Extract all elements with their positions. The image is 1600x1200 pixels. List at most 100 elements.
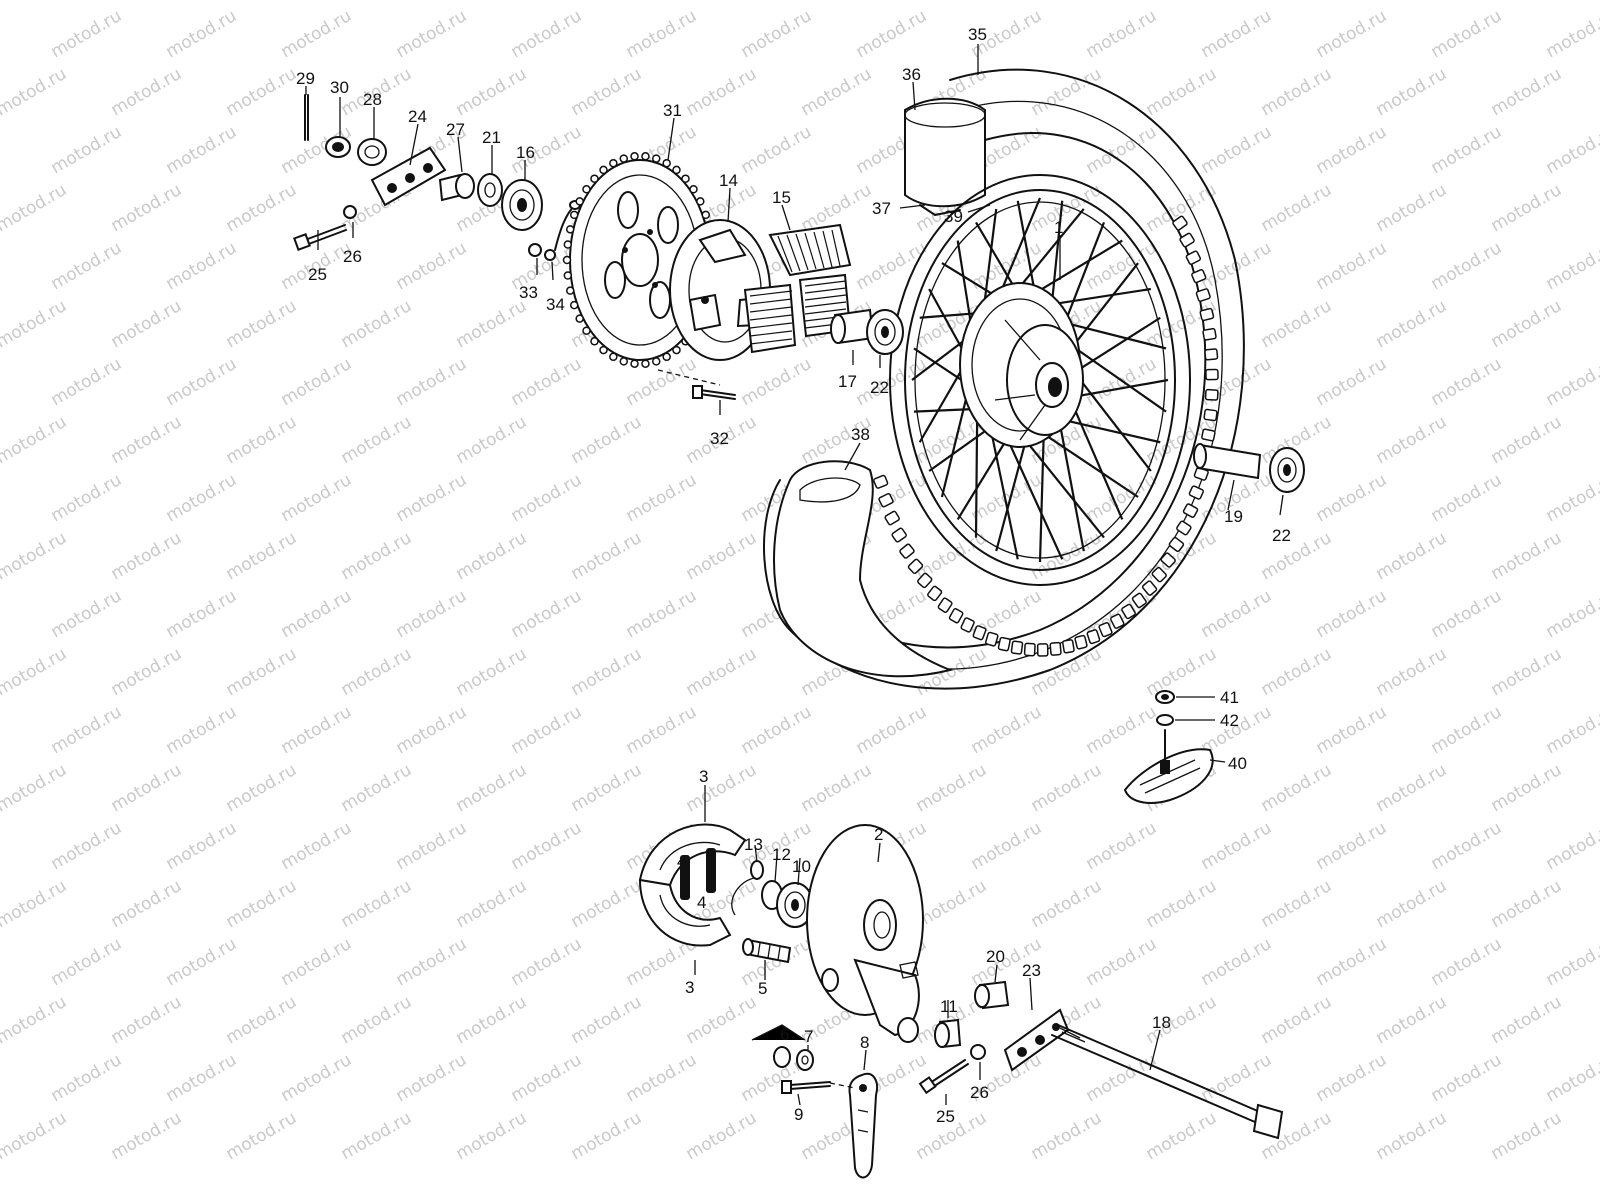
watermark-text: motod.ru	[1143, 64, 1221, 120]
watermark-text: motod.ru	[223, 296, 301, 352]
rim-lock-washer	[1156, 714, 1174, 726]
tread-block	[917, 572, 933, 589]
watermark-text: motod.ru	[108, 296, 186, 352]
tread-block	[1036, 643, 1049, 657]
watermark-text: motod.ru	[338, 992, 416, 1048]
spoke	[1068, 316, 1161, 377]
watermark-text: motod.ru	[1313, 122, 1391, 178]
watermark-text: motod.ru	[1258, 644, 1336, 700]
tread-block	[1010, 640, 1024, 655]
callout-36: 36	[902, 65, 921, 84]
callout-17: 17	[838, 372, 857, 391]
sprocket-tooth	[569, 300, 579, 310]
tread-block	[1141, 580, 1158, 596]
tread-block	[884, 510, 900, 526]
watermark-text: motod.ru	[508, 702, 586, 758]
watermark-text: motod.ru	[1028, 1108, 1106, 1164]
sprocket-tooth	[582, 185, 591, 194]
watermark-text: motod.ru	[0, 992, 70, 1048]
watermark-text: motod.ru	[798, 64, 876, 120]
watermark-text: motod.ru	[48, 122, 126, 178]
callout-3-bottom: 3	[685, 978, 694, 997]
watermark-text: motod.ru	[1258, 992, 1336, 1048]
watermark-text: motod.ru	[0, 180, 70, 236]
watermark-text: motod.ru	[1543, 354, 1600, 410]
callout-38: 38	[851, 425, 870, 444]
callout-29: 29	[296, 69, 315, 88]
bearing-right	[1269, 447, 1305, 493]
watermark-text: motod.ru	[1198, 934, 1276, 990]
damper-rib	[804, 232, 817, 270]
tread-block	[907, 558, 924, 575]
tire-tread-blocks	[873, 215, 1219, 657]
watermark-text: motod.ru	[568, 64, 646, 120]
sprocket-tooth	[672, 165, 681, 175]
tread-block	[1160, 552, 1176, 568]
sprocket-tooth	[662, 352, 671, 362]
sprocket-tooth	[565, 225, 575, 234]
watermark-text: motod.ru	[1488, 1108, 1566, 1164]
watermark-text: motod.ru	[913, 760, 991, 816]
watermark-text: motod.ru	[913, 876, 991, 932]
watermark-text: motod.ru	[453, 644, 531, 700]
watermark-text: motod.ru	[508, 818, 586, 874]
sprocket-bolt	[692, 385, 736, 400]
watermark-text: motod.ru	[1143, 1108, 1221, 1164]
watermark-text: motod.ru	[163, 818, 241, 874]
watermark-text: motod.ru	[1488, 992, 1566, 1048]
watermark-text: motod.ru	[338, 876, 416, 932]
watermark-text: motod.ru	[108, 1108, 186, 1164]
watermark-text: motod.ru	[683, 992, 761, 1048]
sprocket-tooth	[619, 154, 629, 163]
watermark-text: motod.ru	[393, 6, 471, 62]
watermark-text: motod.ru	[453, 412, 531, 468]
cotter-pin	[304, 94, 309, 141]
watermark-text: motod.ru	[48, 6, 126, 62]
tread-block	[1179, 232, 1195, 248]
watermark-text: motod.ru	[1428, 238, 1506, 294]
watermark-text: motod.ru	[853, 702, 931, 758]
watermark-text: motod.ru	[108, 876, 186, 932]
sprocket-tooth	[681, 174, 690, 183]
watermark-text: motod.ru	[1543, 238, 1600, 294]
watermark-text: motod.ru	[48, 470, 126, 526]
watermark-text: motod.ru	[508, 934, 586, 990]
watermark-text: motod.ru	[1028, 64, 1106, 120]
sprocket-tooth	[599, 165, 608, 175]
watermark-text: motod.ru	[1543, 122, 1600, 178]
sprocket-tooth	[696, 197, 705, 206]
lever-washer-b	[796, 1049, 814, 1071]
watermark-text: motod.ru	[0, 644, 70, 700]
watermark-text: motod.ru	[223, 992, 301, 1048]
callout-18: 18	[1152, 1013, 1171, 1032]
spoke	[1011, 208, 1085, 297]
callout-28: 28	[363, 90, 382, 109]
watermark-text: motod.ru	[1313, 470, 1391, 526]
tread-block	[1204, 348, 1219, 361]
watermark-text: motod.ru	[453, 876, 531, 932]
damper-rib	[804, 287, 847, 294]
sprocket-tooth	[689, 185, 698, 194]
watermark-text: motod.ru	[163, 586, 241, 642]
sprocket-tooth	[609, 158, 618, 168]
sprocket-tooth	[565, 286, 575, 295]
callout-14: 14	[719, 171, 738, 190]
tread-block	[1131, 592, 1147, 609]
watermark-text: motod.ru	[1198, 586, 1276, 642]
callout-23: 23	[1022, 961, 1041, 980]
watermark-text: motod.ru	[568, 644, 646, 700]
watermark-text: motod.ru	[968, 818, 1046, 874]
watermark-text: motod.ru	[48, 702, 126, 758]
callout-26-top: 26	[343, 247, 362, 266]
callout-2: 2	[874, 825, 883, 844]
damper-rib	[749, 322, 793, 329]
sprocket-tooth	[701, 210, 711, 220]
wheel-spokes	[911, 197, 1169, 563]
callout-35: 35	[968, 25, 987, 44]
watermark-text: motod.ru	[1488, 64, 1566, 120]
spoke	[956, 433, 1012, 520]
tread-block	[878, 493, 894, 508]
callout-42: 42	[1220, 711, 1239, 730]
watermark-text: motod.ru	[623, 1050, 701, 1106]
